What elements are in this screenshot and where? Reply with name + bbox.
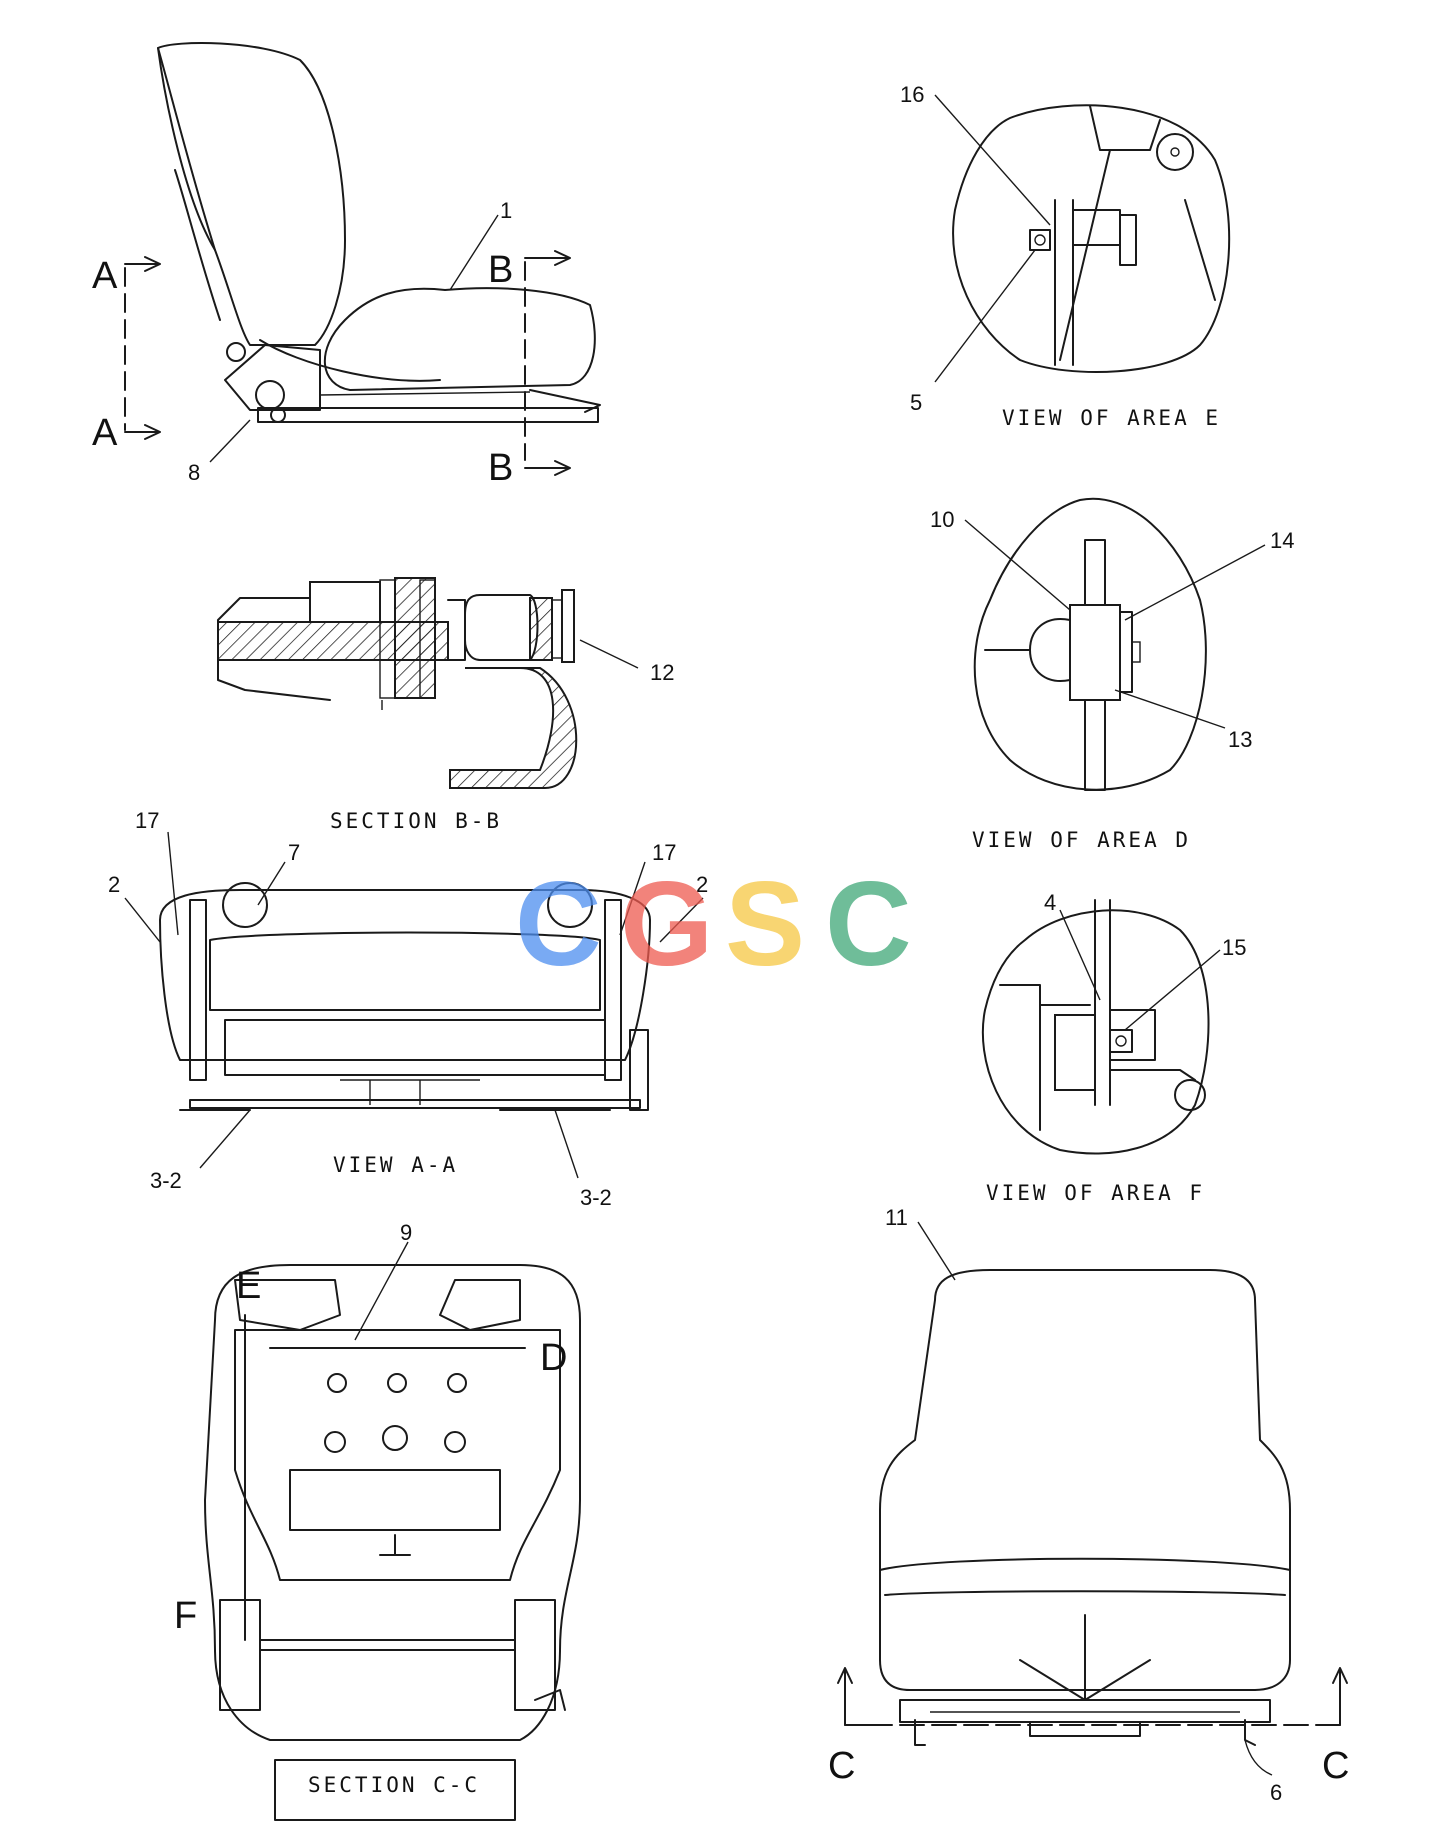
callout-2-left: 2	[108, 872, 120, 897]
section-bb-drawing	[217, 577, 578, 789]
view-area-f-drawing	[981, 899, 1210, 1155]
callout-5: 5	[910, 390, 922, 415]
section-letter-a-top: A	[92, 255, 118, 297]
callout-15: 15	[1222, 935, 1246, 960]
callout-13: 13	[1228, 727, 1252, 752]
view-aa-drawing	[159, 882, 651, 1111]
watermark-letter-3: S	[725, 857, 805, 991]
seat-rear-view	[879, 1269, 1291, 1746]
callout-17-left: 17	[135, 808, 159, 833]
callout-14: 14	[1270, 528, 1294, 553]
callout-12: 12	[650, 660, 674, 685]
callout-16: 16	[900, 82, 924, 107]
section-letter-d: D	[540, 1337, 567, 1379]
section-b-markers: B B	[488, 249, 571, 489]
view-area-e-drawing	[952, 104, 1231, 373]
caption-section-cc: SECTION C-C	[308, 1773, 480, 1797]
cgsc-watermark: C G S C	[515, 857, 912, 991]
caption-view-area-f: VIEW OF AREA F	[986, 1181, 1205, 1205]
caption-section-bb: SECTION B-B	[330, 809, 502, 833]
view-area-d-drawing	[973, 497, 1207, 791]
callout-10: 10	[930, 507, 954, 532]
section-letter-b-top: B	[488, 249, 513, 291]
callout-6: 6	[1270, 1780, 1282, 1805]
callout-9: 9	[400, 1220, 412, 1245]
section-letter-e: E	[236, 1265, 261, 1307]
seat-side-view	[157, 42, 601, 423]
watermark-letter-1: C	[515, 857, 602, 991]
section-a-markers: A A	[92, 255, 161, 454]
callout-11: 11	[885, 1205, 908, 1230]
callout-1: 1	[500, 198, 512, 223]
callout-4: 4	[1044, 890, 1056, 915]
section-c-markers: C C	[828, 1667, 1349, 1787]
callout-17-right: 17	[652, 840, 676, 865]
callout-7: 7	[288, 840, 300, 865]
watermark-letter-2: G	[620, 857, 713, 991]
callout-2-right: 2	[696, 872, 708, 897]
callout-8: 8	[188, 460, 200, 485]
callout-3-2-left: 3-2	[150, 1168, 182, 1193]
section-letter-c-right: C	[1322, 1745, 1349, 1787]
section-letter-f: F	[174, 1595, 197, 1637]
watermark-letter-4: C	[825, 857, 912, 991]
section-cc-drawing	[204, 1264, 581, 1821]
section-letter-c-left: C	[828, 1745, 855, 1787]
section-letter-a-bottom: A	[92, 412, 118, 454]
caption-view-area-d: VIEW OF AREA D	[972, 828, 1191, 852]
section-letter-b-bottom: B	[488, 447, 513, 489]
callout-3-2-right: 3-2	[580, 1185, 612, 1210]
caption-view-aa: VIEW A-A	[333, 1153, 458, 1177]
caption-view-area-e: VIEW OF AREA E	[1002, 406, 1221, 430]
